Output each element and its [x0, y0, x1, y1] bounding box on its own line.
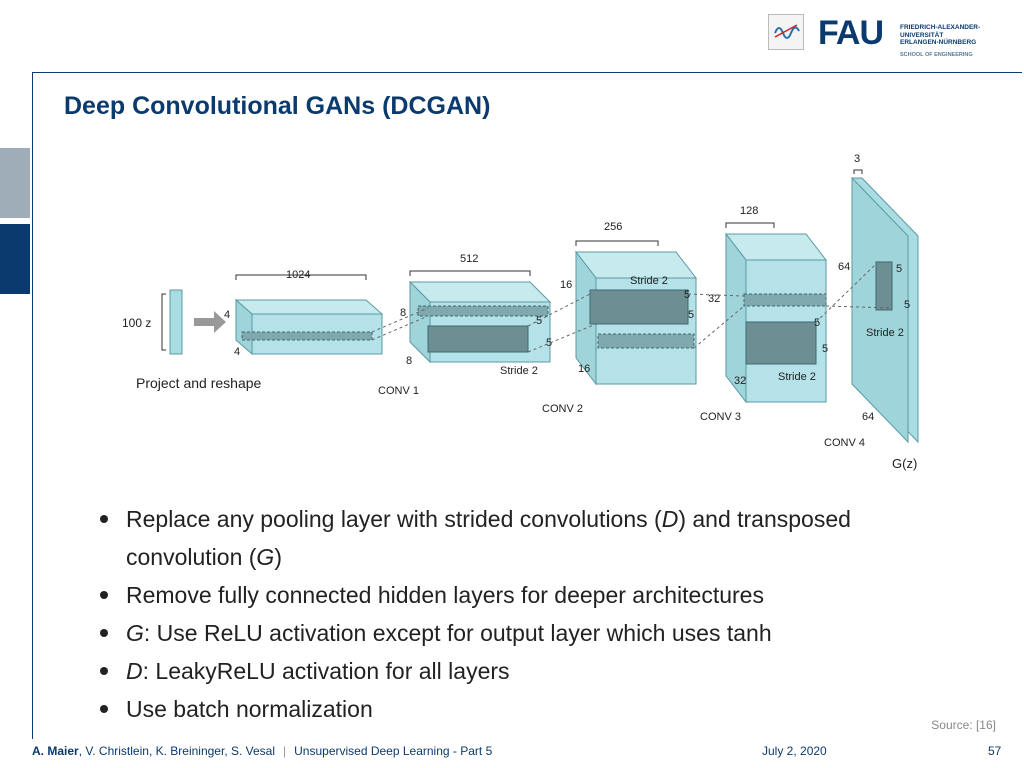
conv2-h: 8	[400, 307, 406, 319]
output-block: 3 64 64 5 5 Stride 2 G(z)	[838, 153, 919, 471]
conv4-kernel: 5	[814, 317, 820, 329]
bullet-1-mid: ) and transposed	[678, 506, 851, 532]
university-line1: FRIEDRICH-ALEXANDER-	[900, 24, 981, 31]
conv3-width: 256	[604, 221, 622, 233]
conv4-h: 32	[708, 293, 720, 305]
bullet-3-text: : Use ReLU activation except for output …	[143, 620, 772, 646]
footer-main-author: A. Maier	[32, 744, 79, 758]
conv2-width: 512	[460, 253, 478, 265]
input-label: 100 z	[122, 316, 151, 330]
project-arrow-icon	[194, 311, 226, 333]
side-bar-dark	[0, 224, 30, 294]
bullet-item: Use batch normalization	[96, 690, 976, 728]
slide-footer: A. Maier, V. Christlein, K. Breininger, …	[32, 744, 1001, 758]
bullet-4-d: D	[126, 658, 143, 684]
conv2-kernel-2: 5	[546, 337, 552, 349]
bullet-4-text: : LeakyReLU activation for all layers	[142, 658, 510, 684]
output-kernel: 5	[896, 263, 902, 275]
bullet-item: D: LeakyReLU activation for all layers	[96, 652, 976, 690]
conv3-block: 256 16 16 5 5 Stride 2	[560, 221, 698, 386]
footer-separator: |	[283, 744, 287, 758]
output-stride: Stride 2	[866, 327, 904, 339]
bullet-item: G: Use ReLU activation except for output…	[96, 614, 976, 652]
footer-date: July 2, 2020	[762, 744, 827, 758]
conv1-block: 1024 4 4 CONV 1	[224, 269, 419, 397]
conv4-label: CONV 4	[824, 437, 865, 449]
bullet-1-continuation: convolution (G)	[126, 538, 976, 576]
university-line3: ERLANGEN-NÜRNBERG	[900, 39, 977, 46]
footer-course: Unsupervised Deep Learning - Part 5	[294, 744, 493, 758]
bullet-1-g: G	[256, 544, 275, 570]
bullet-1-cont-post: )	[274, 544, 282, 570]
conv1-width: 1024	[286, 269, 310, 281]
conv4-block: 128 32 32 5 5 Stride 2	[708, 205, 828, 404]
side-bar-light	[0, 148, 30, 218]
input-vector: 100 z	[122, 289, 183, 355]
footer-authors: A. Maier, V. Christlein, K. Breininger, …	[32, 744, 275, 758]
conv3-label: CONV 3	[700, 411, 741, 423]
bullet-item: Remove fully connected hidden layers for…	[96, 576, 976, 614]
bullet-1-d: D	[661, 506, 679, 532]
bullet-item: Replace any pooling layer with strided c…	[96, 500, 976, 576]
conv4-width: 128	[740, 205, 758, 217]
output-width: 3	[854, 153, 860, 165]
conv2-block: 512 8 8 5 5 Stride 2 CONV 2	[400, 253, 583, 415]
output-kernel-2: 5	[904, 299, 910, 311]
source-citation: Source: [16]	[931, 718, 996, 732]
faculty-logo-icon	[768, 14, 804, 50]
fau-logo-text: FAU	[818, 14, 884, 52]
conv4-stride: Stride 2	[778, 371, 816, 383]
footer-coauthors: , V. Christlein, K. Breininger, S. Vesal	[78, 744, 276, 758]
school-name: SCHOOL OF ENGINEERING	[900, 52, 973, 58]
conv-connectors	[371, 263, 893, 353]
project-label: Project and reshape	[136, 375, 262, 391]
university-line2: UNIVERSITÄT	[900, 31, 944, 39]
output-h: 64	[838, 261, 850, 273]
bullet-list: Replace any pooling layer with strided c…	[96, 500, 976, 728]
conv2-label: CONV 2	[542, 403, 583, 415]
conv2-stride: Stride 2	[500, 365, 538, 377]
conv3-h: 16	[560, 279, 572, 291]
output-label: G(z)	[892, 456, 917, 471]
conv3-kernel-2: 5	[688, 309, 694, 321]
bullet-1-text: Replace any pooling layer with strided c…	[126, 506, 662, 532]
slide-title: Deep Convolutional GANs (DCGAN)	[64, 92, 491, 120]
page-number: 57	[988, 744, 1002, 758]
conv1-h: 4	[224, 309, 230, 321]
conv4-kernel-2: 5	[822, 343, 828, 355]
conv3-kernel: 5	[684, 289, 690, 301]
conv3-stride: Stride 2	[630, 275, 668, 287]
conv1-label: CONV 1	[378, 385, 419, 397]
university-name: FRIEDRICH-ALEXANDER- UNIVERSITÄT ERLANGE…	[900, 24, 1020, 47]
dcgan-diagram: 100 z Project and reshape 1024 4 4 CONV …	[122, 153, 919, 471]
bullet-1-cont-pre: convolution (	[126, 544, 257, 570]
bullet-3-g: G	[126, 620, 144, 646]
output-w: 64	[862, 411, 874, 423]
conv3-w: 16	[578, 363, 590, 375]
conv2-kernel: 5	[536, 315, 542, 327]
conv4-w: 32	[734, 375, 746, 387]
conv2-w: 8	[406, 355, 412, 367]
conv1-w: 4	[234, 346, 240, 358]
slide-frame	[32, 72, 1022, 739]
